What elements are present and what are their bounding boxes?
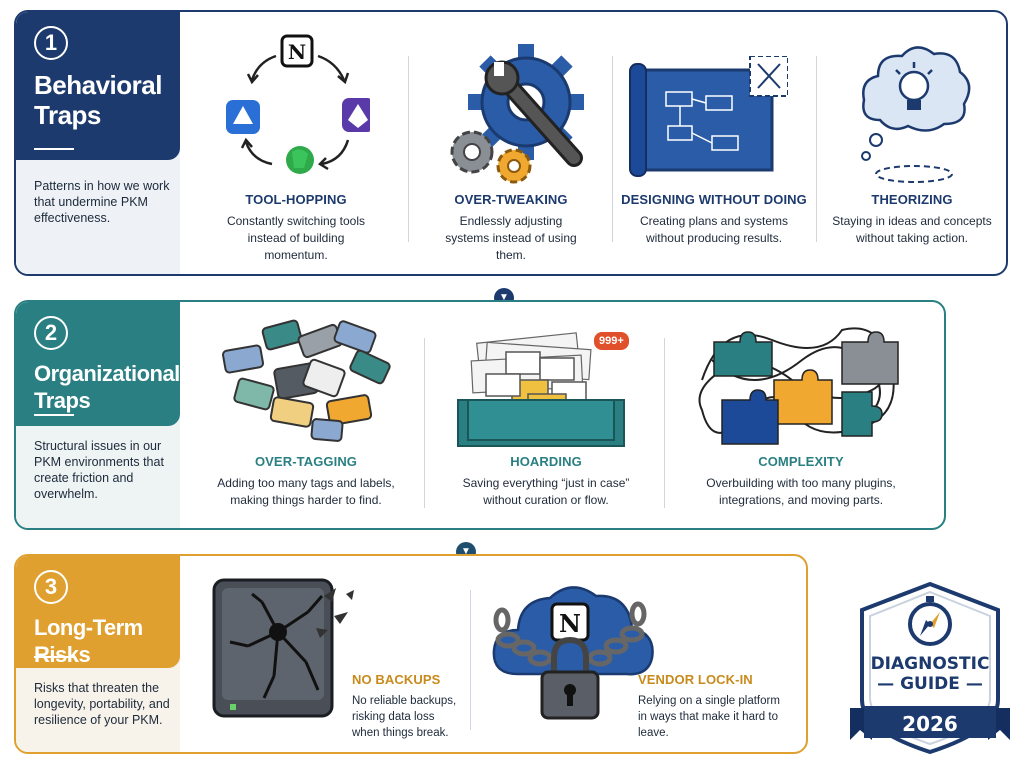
blueprint-icon xyxy=(629,56,788,177)
column-divider xyxy=(664,338,665,508)
item-title: OVER-TAGGING xyxy=(254,454,358,469)
section-organizational-traps: 2 Organizational Traps Structural issues… xyxy=(14,300,946,530)
item-no-backups: NO BACKUPS No reliable backups, risking … xyxy=(352,672,462,741)
inbox-overflow-icon xyxy=(457,332,625,447)
item-title: VENDOR LOCK-IN xyxy=(638,672,753,687)
section-header: 1 Behavioral Traps xyxy=(16,12,180,160)
column-divider xyxy=(612,56,613,242)
section-description: Risks that threaten the longevity, porta… xyxy=(34,681,170,727)
item-title: COMPLEXITY xyxy=(758,454,844,469)
section-title: Organizational Traps xyxy=(34,361,180,413)
svg-text:N: N xyxy=(559,609,581,638)
column-divider xyxy=(424,338,425,508)
item-tool-hopping: TOOL-HOPPING Constantly switching tools … xyxy=(196,192,396,264)
thought-bubble-icon xyxy=(861,46,971,183)
badge-shield-icon xyxy=(850,581,1010,755)
compass-icon xyxy=(908,596,952,646)
item-description: Creating plans and systems without produ… xyxy=(639,214,789,245)
section-header: 2 Organizational Traps xyxy=(16,302,180,426)
tags-pile-icon xyxy=(222,319,391,442)
item-vendor-lock-in: VENDOR LOCK-IN Relying on a single platf… xyxy=(638,672,788,741)
column-divider xyxy=(816,56,817,242)
item-hoarding: HOARDING Saving everything “just in case… xyxy=(436,454,656,509)
gears-wrench-icon xyxy=(450,44,584,184)
item-title: OVER-TWEAKING xyxy=(454,192,568,207)
item-designing-without-doing: DESIGNING WITHOUT DOING Creating plans a… xyxy=(616,192,812,247)
section-title: Behavioral Traps xyxy=(34,70,162,130)
diagnostic-guide-badge: DIAGNOSTIC — GUIDE — 2026 xyxy=(850,580,1010,756)
section-number: 3 xyxy=(34,570,68,604)
item-title: NO BACKUPS xyxy=(352,672,441,687)
section-number: 1 xyxy=(34,26,68,60)
item-title: TOOL-HOPPING xyxy=(245,192,347,207)
header-rule xyxy=(34,656,74,658)
item-description: Overbuilding with too many plugins, inte… xyxy=(706,476,896,507)
item-description: Relying on a single platform in ways tha… xyxy=(638,695,780,739)
badge-title: DIAGNOSTIC — GUIDE — xyxy=(870,654,990,694)
svg-text:N: N xyxy=(288,40,306,64)
tangled-puzzle-icon xyxy=(698,327,899,445)
section-title: Long-Term Risks xyxy=(34,615,143,667)
item-description: Saving everything “just in case” without… xyxy=(462,476,630,507)
column-divider xyxy=(470,590,471,730)
item-description: No reliable backups, risking data loss w… xyxy=(352,695,457,739)
locked-cloud-icon: N xyxy=(492,586,654,720)
item-title: DESIGNING WITHOUT DOING xyxy=(621,192,807,207)
item-description: Staying in ideas and concepts without ta… xyxy=(832,214,992,245)
tool-cycle-icon: N xyxy=(226,34,370,174)
inbox-count-badge: 999+ xyxy=(594,332,629,350)
item-description: Constantly switching tools instead of bu… xyxy=(226,214,366,262)
item-title: HOARDING xyxy=(510,454,582,469)
header-rule xyxy=(34,414,74,416)
section-description: Patterns in how we work that undermine P… xyxy=(34,179,170,225)
header-rule xyxy=(34,148,74,150)
item-over-tweaking: OVER-TWEAKING Endlessly adjusting system… xyxy=(416,192,606,264)
broken-drive-icon xyxy=(212,578,354,718)
item-title: THEORIZING xyxy=(871,192,953,207)
section-behavioral-traps: 1 Behavioral Traps Patterns in how we wo… xyxy=(14,10,1008,276)
item-theorizing: THEORIZING Staying in ideas and concepts… xyxy=(822,192,1002,247)
section-description: Structural issues in our PKM environment… xyxy=(34,439,164,501)
item-over-tagging: OVER-TAGGING Adding too many tags and la… xyxy=(196,454,416,509)
item-description: Endlessly adjusting systems instead of u… xyxy=(445,214,577,262)
section-long-term-risks: 3 Long-Term Risks Risks that threaten th… xyxy=(14,554,808,754)
item-description: Adding too many tags and labels, making … xyxy=(217,476,395,507)
section-number: 2 xyxy=(34,316,68,350)
badge-year: 2026 xyxy=(902,712,958,736)
section-header: 3 Long-Term Risks xyxy=(16,556,180,668)
column-divider xyxy=(408,56,409,242)
item-complexity: COMPLEXITY Overbuilding with too many pl… xyxy=(676,454,926,509)
